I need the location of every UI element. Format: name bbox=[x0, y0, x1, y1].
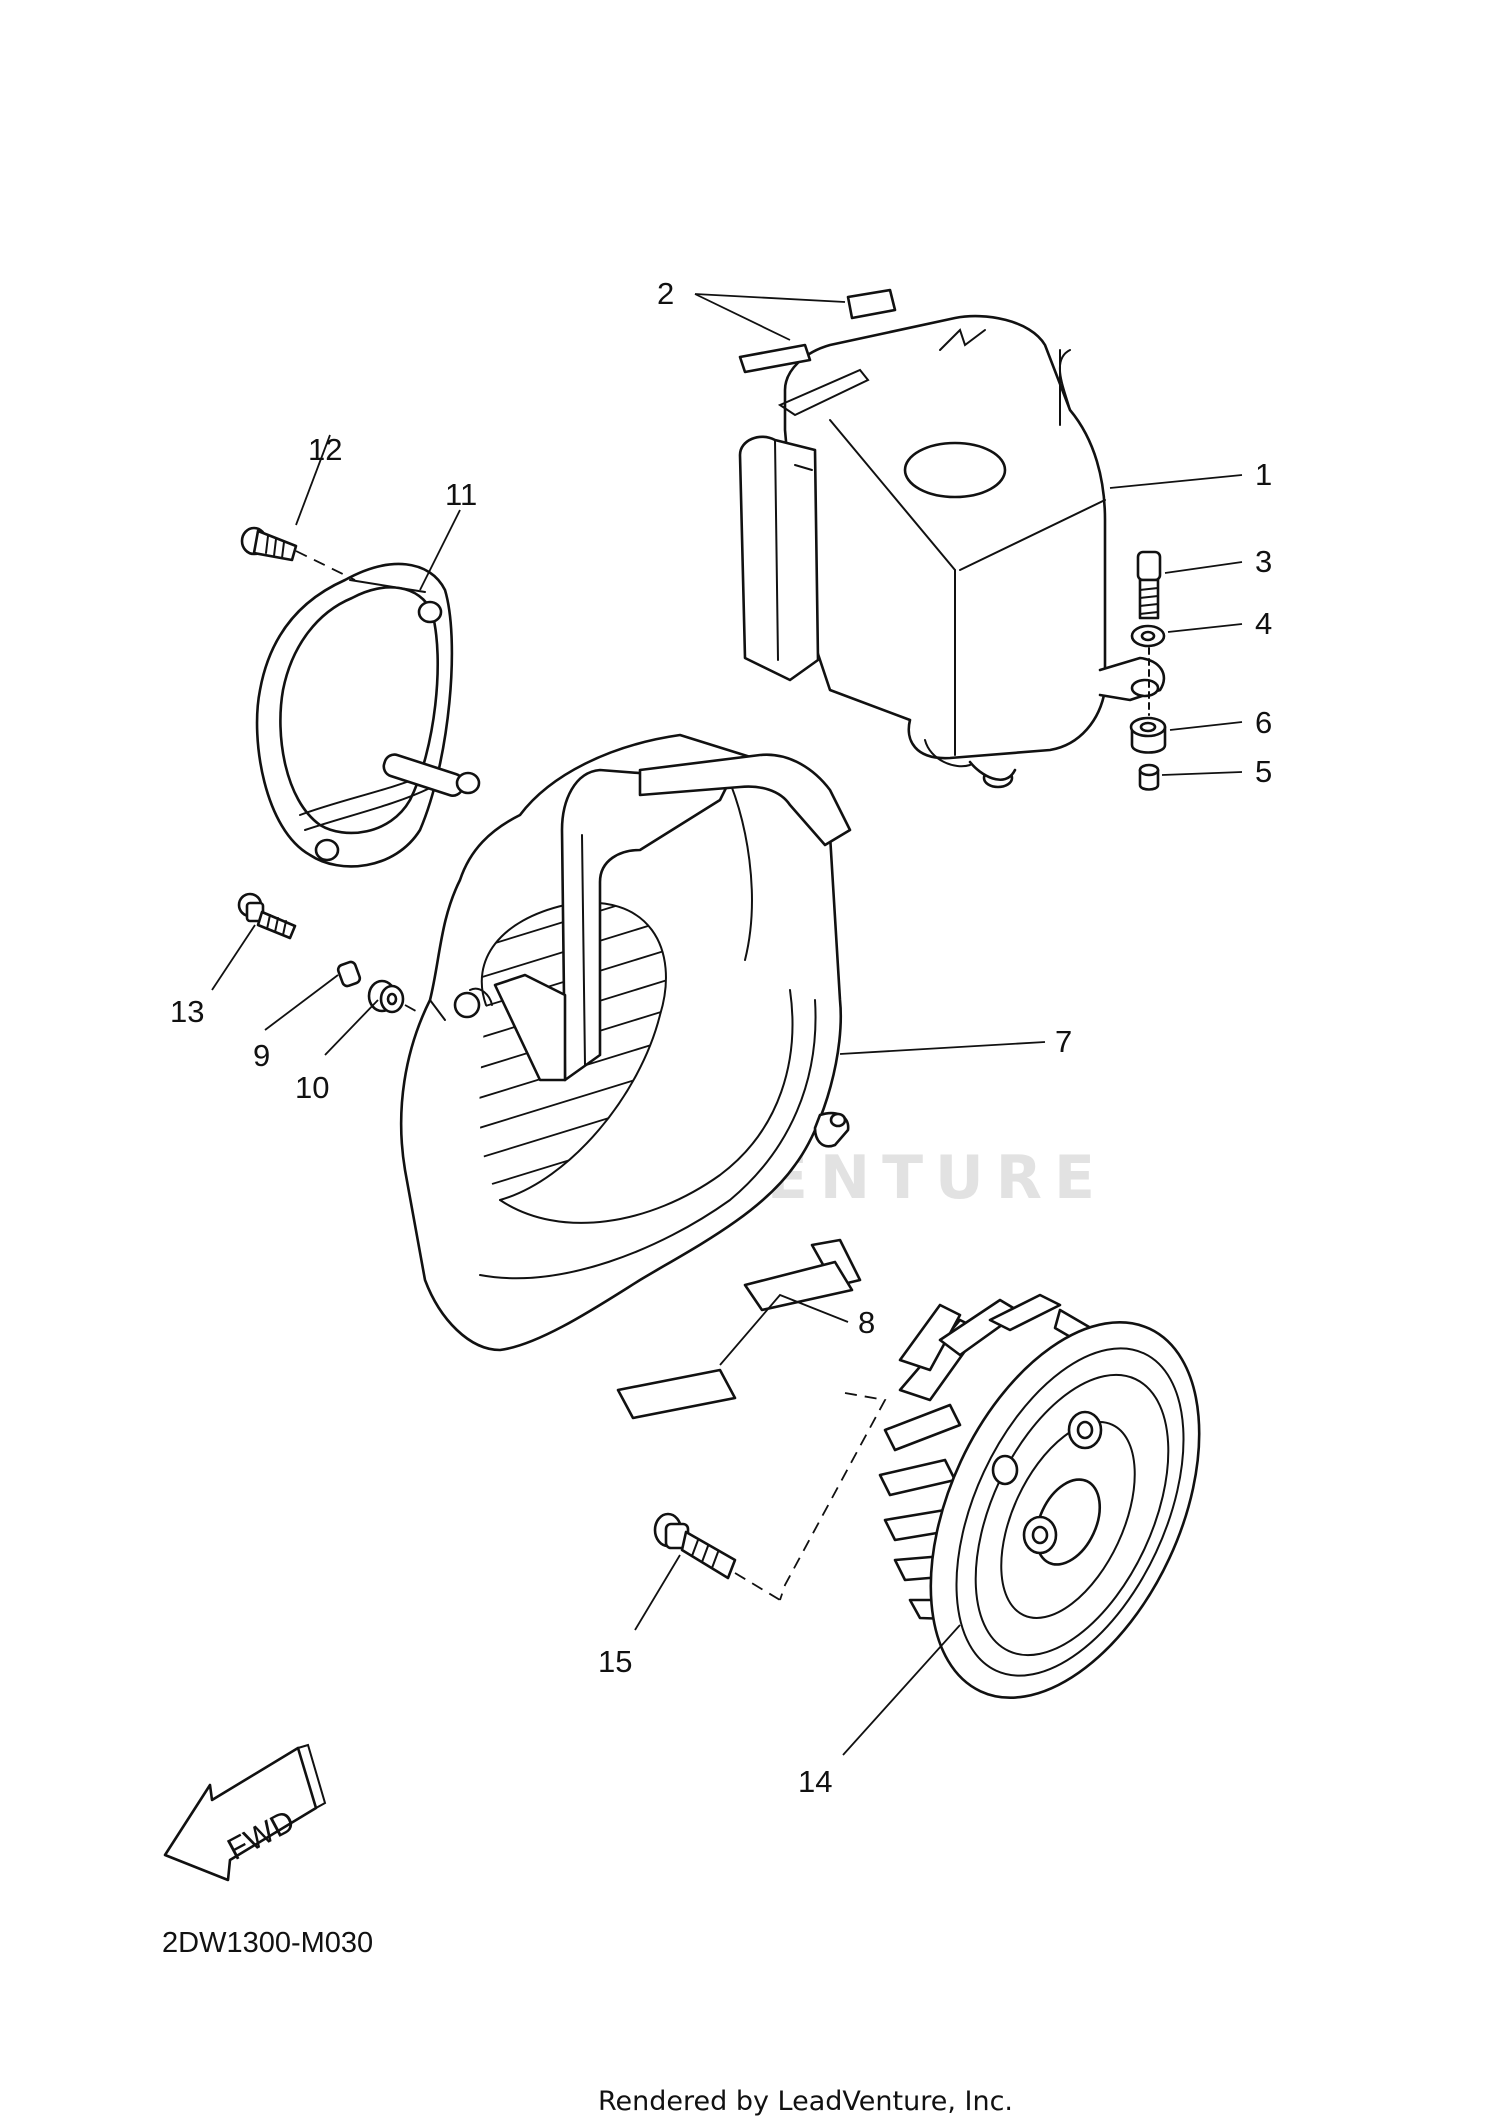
callout-14: 14 bbox=[798, 1764, 832, 1799]
callout-labels: 1 2 3 4 5 6 7 8 9 10 11 12 13 14 15 bbox=[170, 276, 1272, 1799]
callout-1: 1 bbox=[1255, 457, 1272, 492]
part-15-bolt bbox=[653, 1512, 737, 1580]
callout-6: 6 bbox=[1255, 705, 1272, 740]
callout-4: 4 bbox=[1255, 606, 1272, 641]
part-7-fan-housing bbox=[399, 733, 852, 1352]
fwd-arrow: FWD bbox=[163, 1743, 327, 1882]
callout-2: 2 bbox=[657, 276, 674, 311]
leader-lines bbox=[211, 293, 1243, 1756]
callout-15: 15 bbox=[598, 1644, 632, 1679]
part-3-bolt bbox=[1136, 550, 1162, 620]
callout-5: 5 bbox=[1255, 754, 1272, 789]
part-2-pads bbox=[738, 288, 897, 374]
callout-10: 10 bbox=[295, 1070, 329, 1105]
callout-3: 3 bbox=[1255, 544, 1272, 579]
callout-13: 13 bbox=[170, 994, 204, 1029]
part-5-collar bbox=[1138, 763, 1160, 791]
part-12-screw bbox=[240, 526, 298, 562]
part-14-flywheel bbox=[878, 1293, 1201, 1699]
part-10-grommet bbox=[367, 979, 405, 1014]
part-9-collar bbox=[336, 960, 362, 988]
part-1-cover bbox=[738, 314, 1166, 789]
callout-12: 12 bbox=[308, 432, 342, 467]
footer-credit: Rendered by LeadVenture, Inc. bbox=[598, 2086, 1013, 2117]
part-11-starter-case bbox=[255, 562, 481, 868]
part-4-washer bbox=[1130, 624, 1166, 648]
callout-8: 8 bbox=[858, 1305, 875, 1340]
part-13-screw bbox=[237, 892, 297, 940]
drawing-code: 2DW1300-M030 bbox=[162, 1927, 373, 1959]
part-6-grommet bbox=[1129, 716, 1167, 754]
callout-11: 11 bbox=[445, 477, 477, 512]
callout-9: 9 bbox=[253, 1038, 270, 1073]
callout-7: 7 bbox=[1055, 1024, 1072, 1059]
part-8-pads bbox=[616, 1238, 862, 1420]
